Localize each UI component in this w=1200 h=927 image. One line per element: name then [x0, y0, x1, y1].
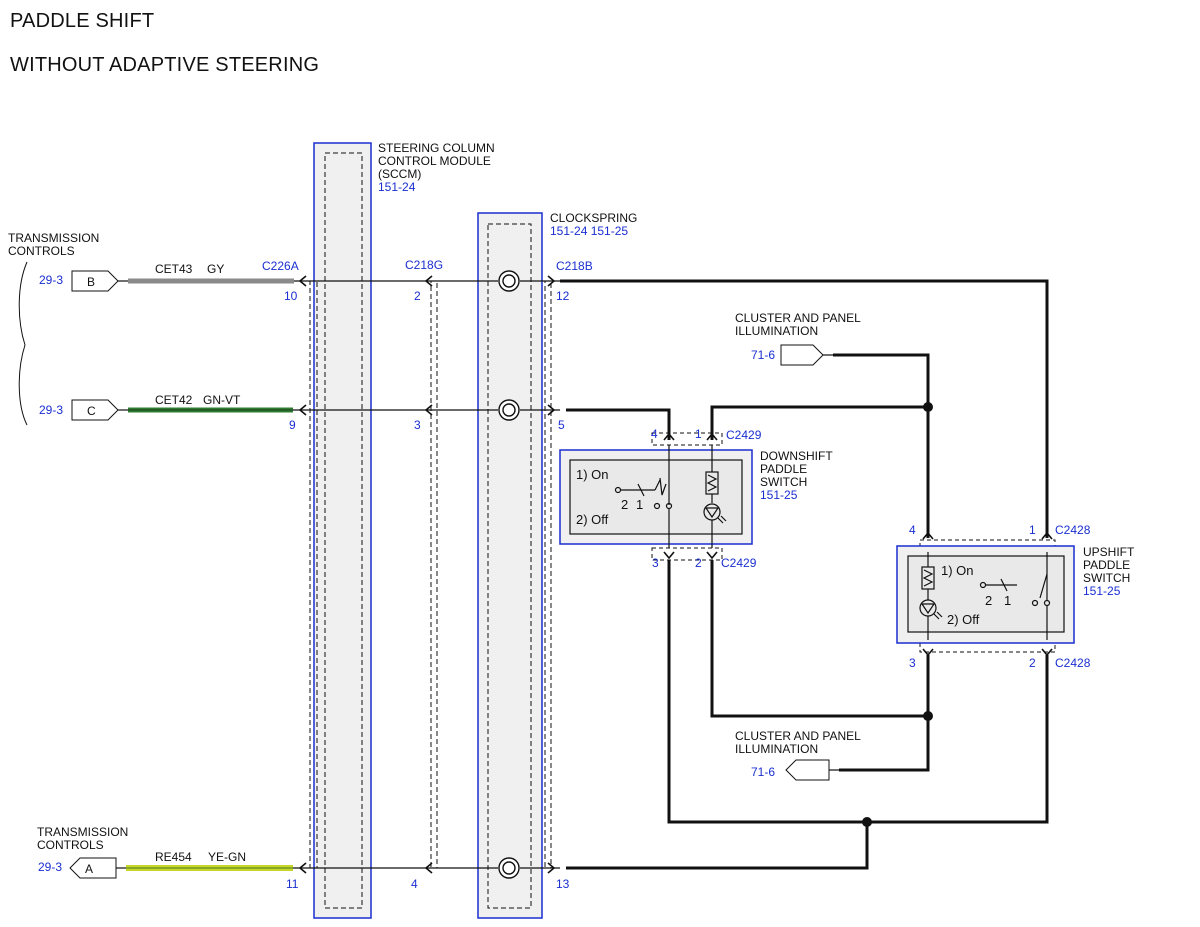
- upshift-ref: 151-25: [1083, 584, 1121, 598]
- downshift-state-on: 1) On: [576, 467, 609, 482]
- illum-top-ref: 71-6: [751, 348, 775, 362]
- trans-controls-top-1: TRANSMISSION: [8, 231, 99, 245]
- illum-top-2: ILLUMINATION: [735, 324, 818, 338]
- c218b-label: C218B: [556, 259, 593, 273]
- illum-bottom-2: ILLUMINATION: [735, 742, 818, 756]
- page-title: PADDLE SHIFT: [10, 10, 155, 32]
- illum-bottom-ref: 71-6: [751, 765, 775, 779]
- splice-dots: [862, 402, 933, 827]
- pin-c218b-5: 5: [558, 418, 565, 432]
- circuit-cet42: CET42: [155, 393, 193, 407]
- sccm-name-3: (SCCM): [378, 167, 421, 181]
- pin-c218b-12: 12: [556, 289, 570, 303]
- pin-c218g-4: 4: [411, 877, 418, 891]
- upshift-name-3: SWITCH: [1083, 571, 1130, 585]
- pin-down-1: 1: [695, 427, 702, 441]
- c2429-bottom-label: C2429: [721, 556, 757, 570]
- trans-controls-bottom-1: TRANSMISSION: [37, 825, 128, 839]
- pin-up-4: 4: [909, 523, 916, 537]
- terminal-b: [71, 270, 119, 292]
- upshift-paddle-switch: 1) On 2) Off 2 1 UPSHIFT PADDLE SWITCH 1…: [896, 539, 1135, 653]
- pin-c218g-3: 3: [414, 418, 421, 432]
- c2428-bottom-label: C2428: [1055, 656, 1091, 670]
- pin-down-2: 2: [695, 556, 702, 570]
- downshift-paddle-switch: 1) On 2) Off 2 1 DOWNSHIFT PADDLE SWITCH…: [559, 432, 833, 561]
- pin-c218b-13: 13: [556, 877, 570, 891]
- c2428-top-label: C2428: [1055, 523, 1091, 537]
- c218b-housing: [544, 280, 552, 869]
- downshift-contact-1: 1: [636, 497, 643, 512]
- circuit-cet43-color: GY: [207, 262, 224, 276]
- pin-c226a-10: 10: [284, 289, 298, 303]
- harness-wires: [560, 279, 1049, 870]
- clockspring-module: CLOCKSPRING 151-24 151-25: [477, 211, 637, 919]
- downshift-name-1: DOWNSHIFT: [760, 449, 833, 463]
- downshift-name-3: SWITCH: [760, 475, 807, 489]
- circuit-cet42-color: GN-VT: [203, 393, 241, 407]
- terminal-c-pin: C: [87, 404, 96, 418]
- c2429-top-label: C2429: [726, 428, 762, 442]
- pin-c226a-11: 11: [286, 877, 299, 891]
- illum-top-connector: [780, 344, 824, 366]
- clockspring-coils: [498, 270, 520, 879]
- downshift-ref: 151-25: [760, 488, 798, 502]
- sccm-name-1: STEERING COLUMN: [378, 141, 495, 155]
- downshift-contact-2: 2: [621, 497, 628, 512]
- terminal-b-pin: B: [87, 275, 95, 289]
- pin-down-4: 4: [651, 427, 658, 441]
- trans-controls-top-2: CONTROLS: [8, 244, 75, 258]
- circuit-re454-color: YE-GN: [208, 850, 246, 864]
- upshift-name-2: PADDLE: [1083, 558, 1130, 572]
- pin-up-2: 2: [1029, 656, 1036, 670]
- c226a-label: C226A: [262, 259, 299, 273]
- pin-c218g-2: 2: [414, 289, 421, 303]
- pin-c226a-9: 9: [289, 418, 296, 432]
- c218g-label: C218G: [405, 258, 443, 272]
- circuit-cet43: CET43: [155, 262, 193, 276]
- terminal-a-ref: 29-3: [38, 860, 62, 874]
- illum-bottom-connector: [785, 759, 830, 781]
- terminal-c-ref: 29-3: [39, 403, 63, 417]
- pin-up-1: 1: [1029, 523, 1036, 537]
- pin-down-3: 3: [652, 556, 659, 570]
- clockspring-name: CLOCKSPRING: [550, 211, 637, 225]
- sccm-module: STEERING COLUMN CONTROL MODULE (SCCM) 15…: [313, 141, 495, 919]
- upshift-state-on: 1) On: [941, 563, 974, 578]
- sccm-ref: 151-24: [378, 180, 416, 194]
- downshift-state-off: 2) Off: [576, 512, 609, 527]
- upshift-contact-2: 2: [985, 593, 992, 608]
- sccm-name-2: CONTROL MODULE: [378, 154, 491, 168]
- circuit-re454: RE454: [155, 850, 192, 864]
- terminal-c: [71, 399, 119, 421]
- terminal-b-ref: 29-3: [39, 273, 63, 287]
- terminal-a: [69, 857, 117, 879]
- illum-top-1: CLUSTER AND PANEL: [735, 311, 861, 325]
- upshift-contact-1: 1: [1004, 593, 1011, 608]
- clockspring-ref: 151-24 151-25: [550, 224, 628, 238]
- brace: [18, 261, 28, 426]
- connector-chevrons: [298, 275, 556, 874]
- downshift-name-2: PADDLE: [760, 462, 807, 476]
- upshift-name-1: UPSHIFT: [1083, 545, 1135, 559]
- illum-bottom-1: CLUSTER AND PANEL: [735, 729, 861, 743]
- page-subtitle: WITHOUT ADAPTIVE STEERING: [10, 54, 320, 76]
- terminal-a-pin: A: [85, 862, 93, 876]
- pin-up-3: 3: [909, 656, 916, 670]
- c218g-housing: [430, 280, 438, 869]
- trans-controls-bottom-2: CONTROLS: [37, 838, 104, 852]
- upshift-state-off: 2) Off: [947, 612, 980, 627]
